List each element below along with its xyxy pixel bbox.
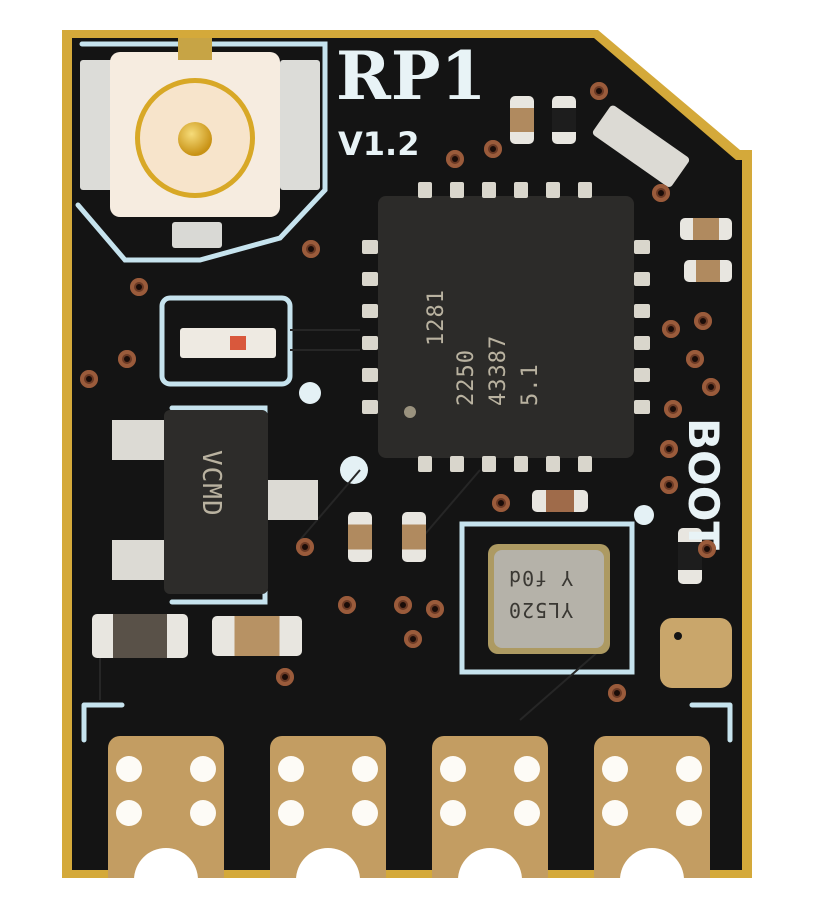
boot-pad xyxy=(660,618,732,688)
mcu-chip: 1281 2250 43387 5.1 xyxy=(378,196,634,458)
status-led xyxy=(180,328,276,358)
capacitor-large xyxy=(212,616,302,656)
regulator-pin xyxy=(112,420,168,460)
connector-pin xyxy=(178,122,212,156)
capacitor xyxy=(532,490,588,512)
board-version: V1.2 xyxy=(338,125,420,163)
board-title: RP1 xyxy=(336,37,487,115)
crystal-marking-2: YL520 xyxy=(508,598,574,622)
edge-pad-3 xyxy=(432,736,548,912)
regulator-pin xyxy=(262,480,318,520)
capacitor xyxy=(680,218,732,240)
regulator-marking: VCMD xyxy=(196,450,226,517)
crystal-oscillator: Y f0d YL520 xyxy=(488,544,610,654)
mcu-marking-3: 43387 xyxy=(486,334,511,406)
regulator-pin xyxy=(112,540,168,580)
crystal-marking-1: Y f0d xyxy=(508,566,574,590)
connector-ground-pad-right xyxy=(280,60,320,190)
edge-pad-2 xyxy=(270,736,386,912)
led-red-icon xyxy=(230,336,246,350)
capacitor xyxy=(510,96,534,144)
resistor xyxy=(552,96,576,144)
capacitor-large xyxy=(92,614,188,658)
voltage-regulator: VCMD xyxy=(164,410,268,594)
capacitor xyxy=(348,512,372,562)
connector-bottom-pad xyxy=(172,222,222,248)
mcu-marking-2: 2250 xyxy=(454,349,479,406)
capacitor xyxy=(678,528,702,584)
mcu-marking-1: 1281 xyxy=(424,289,449,346)
connector-signal-tab xyxy=(178,38,212,60)
edge-pad-1 xyxy=(108,736,224,912)
pin1-dot-icon xyxy=(404,406,416,418)
boot-label: BOOT xyxy=(679,418,728,551)
mcu-marking-4: 5.1 xyxy=(518,363,543,406)
edge-pad-4 xyxy=(594,736,710,912)
capacitor xyxy=(684,260,732,282)
capacitor xyxy=(402,512,426,562)
